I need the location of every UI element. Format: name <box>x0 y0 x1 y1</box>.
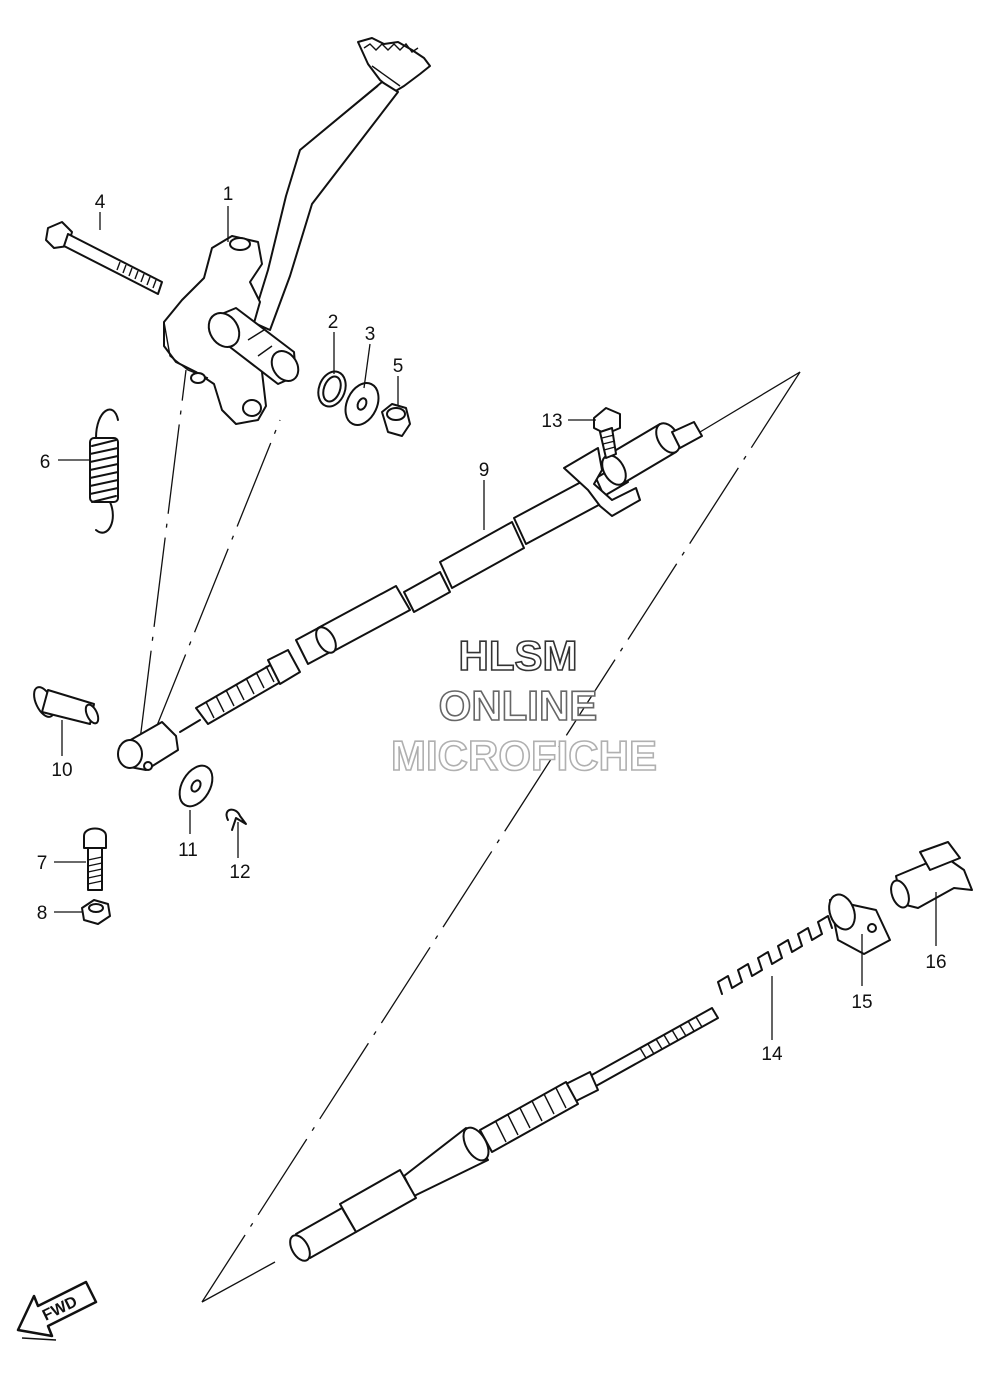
return-spring-part <box>89 408 119 534</box>
clevis-pin-part <box>33 686 100 725</box>
o-ring-part <box>317 370 347 408</box>
nut-part <box>381 403 411 437</box>
callout-13: 13 <box>541 411 562 432</box>
cable-clevis-part <box>117 721 179 771</box>
callout-12: 12 <box>229 862 250 883</box>
bracket-bolt-part <box>593 407 621 459</box>
flat-washer-part <box>178 764 214 808</box>
nut-part-8 <box>81 899 111 925</box>
callout-2: 2 <box>328 312 339 333</box>
rear-brake-cable-part <box>289 1007 719 1262</box>
callout-14: 14 <box>761 1044 783 1065</box>
fwd-indicator: FWD <box>16 1280 98 1341</box>
watermark-line-1: HLSM <box>459 632 578 679</box>
callout-16: 16 <box>925 952 946 973</box>
callout-labels: 1 2 3 4 5 6 7 8 9 10 11 12 13 14 15 16 <box>37 184 947 1065</box>
callout-11: 11 <box>178 840 198 861</box>
watermark-line-2: ONLINE <box>439 682 598 729</box>
callout-8: 8 <box>37 903 48 924</box>
washer-part <box>344 382 380 426</box>
callout-5: 5 <box>393 356 404 377</box>
cable-end-fitting-part <box>890 841 973 909</box>
bolt-part <box>83 827 107 891</box>
arrow-down-left-icon <box>16 1280 98 1341</box>
callout-1: 1 <box>223 184 234 205</box>
leader-lines <box>54 206 937 1040</box>
callout-4: 4 <box>95 192 106 213</box>
callout-9: 9 <box>479 460 490 481</box>
callout-6: 6 <box>40 452 51 473</box>
watermark: HLSM ONLINE MICROFICHE <box>390 631 658 780</box>
brake-cable-part <box>179 421 703 733</box>
callout-3: 3 <box>365 324 376 345</box>
callout-7: 7 <box>37 853 48 874</box>
cotter-pin-part <box>225 808 247 831</box>
brake-pedal-part <box>163 37 431 425</box>
callout-15: 15 <box>851 992 872 1013</box>
watermark-line-3: MICROFICHE <box>391 732 657 779</box>
callout-10: 10 <box>51 760 72 781</box>
adjuster-spring-part <box>717 915 833 995</box>
routing-frame <box>139 369 801 1303</box>
long-bolt-part <box>45 221 163 295</box>
cable-joint-part <box>828 893 891 955</box>
